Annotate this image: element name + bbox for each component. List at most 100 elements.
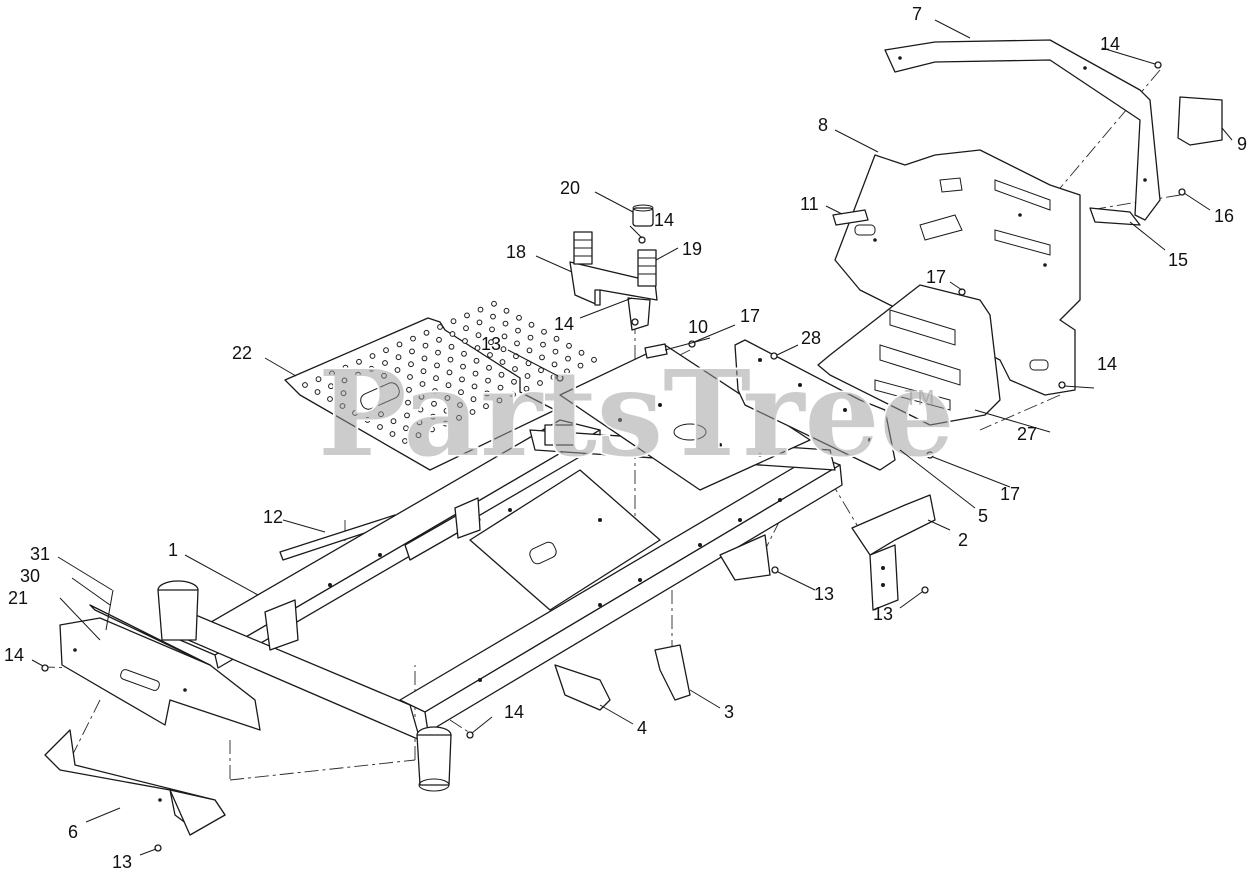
- part-31-pin: [105, 589, 114, 631]
- perforation-hole: [430, 413, 436, 420]
- perforation-hole: [418, 393, 425, 400]
- part-7-upper-rail: [884, 39, 1161, 221]
- perforation-hole: [390, 418, 397, 425]
- perforation-hole: [463, 325, 469, 332]
- perforation-hole: [409, 348, 415, 355]
- perforation-hole: [431, 400, 437, 407]
- part-27-seat-pan: [817, 284, 1001, 426]
- perforation-hole: [485, 377, 491, 384]
- callout-31: 31: [30, 544, 50, 564]
- part-30-strip: [89, 604, 211, 666]
- callout-27: 27: [1017, 424, 1037, 444]
- perforation-hole: [339, 403, 346, 409]
- perforation-hole: [526, 347, 533, 354]
- perforation-hole: [364, 417, 371, 423]
- perforation-hole: [464, 312, 470, 319]
- perforation-hole: [442, 420, 449, 427]
- callout-16: 16: [1214, 206, 1234, 226]
- perforation-hole: [537, 380, 543, 386]
- callout-11: 11: [800, 194, 819, 214]
- watermark-text: PartsTree: [318, 344, 955, 483]
- perforation-hole: [327, 396, 333, 402]
- perforation-hole: [541, 328, 547, 335]
- perforation-hole: [369, 353, 376, 359]
- perforation-hole: [565, 355, 571, 362]
- perforation-hole: [416, 419, 423, 426]
- callout-14-a: 14: [1100, 34, 1120, 54]
- callout-14-b: 14: [654, 210, 674, 230]
- perforation-hole: [396, 341, 403, 348]
- perforation-hole: [577, 362, 584, 369]
- perforation-hole: [528, 321, 535, 328]
- callout-17-c: 17: [1000, 484, 1020, 504]
- perforation-hole: [458, 389, 464, 396]
- watermark: PartsTree TM: [317, 343, 957, 485]
- perforation-hole: [445, 382, 452, 389]
- callout-13-d: 13: [112, 852, 132, 872]
- part-1-frame: [157, 344, 843, 792]
- perforation-hole: [501, 333, 508, 340]
- callout-13-c: 13: [873, 604, 893, 624]
- callout-10: 10: [688, 317, 708, 337]
- perforation-hole: [471, 383, 478, 390]
- callout-6: 6: [68, 822, 78, 842]
- perforation-hole: [403, 425, 409, 432]
- hardware: [41, 61, 1186, 852]
- perforation-hole: [490, 313, 496, 320]
- perforation-hole: [591, 356, 597, 363]
- perforation-hole: [302, 382, 308, 388]
- perforation-hole: [443, 407, 450, 414]
- perforation-hole: [488, 339, 494, 346]
- callout-1: 1: [168, 540, 178, 560]
- perforation-hole: [419, 381, 426, 387]
- callout-14-e: 14: [504, 702, 524, 722]
- part-22-floor-plate: [284, 300, 597, 471]
- perforation-hole: [329, 370, 335, 377]
- perforation-hole: [415, 432, 422, 439]
- perforation-hole: [515, 327, 521, 334]
- perforation-hole: [383, 347, 389, 354]
- callout-30: 30: [20, 566, 40, 586]
- perforation-hole: [538, 367, 544, 374]
- leader-lines: [31, 19, 1233, 856]
- perforation-hole: [457, 402, 463, 408]
- callout-20: 20: [560, 178, 580, 198]
- perforation-hole: [551, 361, 558, 368]
- perforation-hole: [395, 354, 402, 361]
- callout-8: 8: [818, 115, 828, 135]
- perforation-hole: [315, 376, 322, 383]
- perforation-hole: [435, 349, 441, 356]
- perforation-hole: [417, 406, 424, 413]
- callout-14-c: 14: [554, 314, 574, 334]
- perforation-hole: [516, 314, 522, 321]
- part-4-bracket: [554, 664, 611, 711]
- perforation-hole: [473, 357, 480, 364]
- part-10-decal: [644, 343, 668, 359]
- perforation-hole: [486, 364, 492, 371]
- perforation-hole: [489, 326, 495, 333]
- perforation-hole: [432, 388, 438, 394]
- perforation-hole: [483, 403, 489, 410]
- callout-4: 4: [637, 718, 647, 738]
- perforation-hole: [498, 371, 505, 378]
- perforation-hole: [550, 374, 557, 381]
- perforation-hole: [496, 397, 503, 404]
- perforation-hole: [476, 319, 483, 326]
- perforation-hole: [460, 363, 466, 370]
- perforation-hole: [469, 409, 476, 415]
- perforation-hole: [342, 364, 349, 371]
- perforation-hole: [477, 306, 484, 313]
- perforation-hole: [404, 412, 410, 419]
- perforation-hole: [328, 383, 334, 390]
- perforation-hole: [500, 346, 507, 353]
- perforation-hole: [450, 318, 457, 325]
- perforation-hole: [503, 307, 510, 314]
- callout-18: 18: [506, 242, 526, 262]
- perforation-hole: [497, 384, 504, 391]
- callout-21: 21: [8, 588, 28, 608]
- perforation-hole: [394, 367, 401, 373]
- part-19-spring: [573, 231, 657, 287]
- perforation-hole: [341, 377, 348, 384]
- callout-2: 2: [958, 530, 968, 550]
